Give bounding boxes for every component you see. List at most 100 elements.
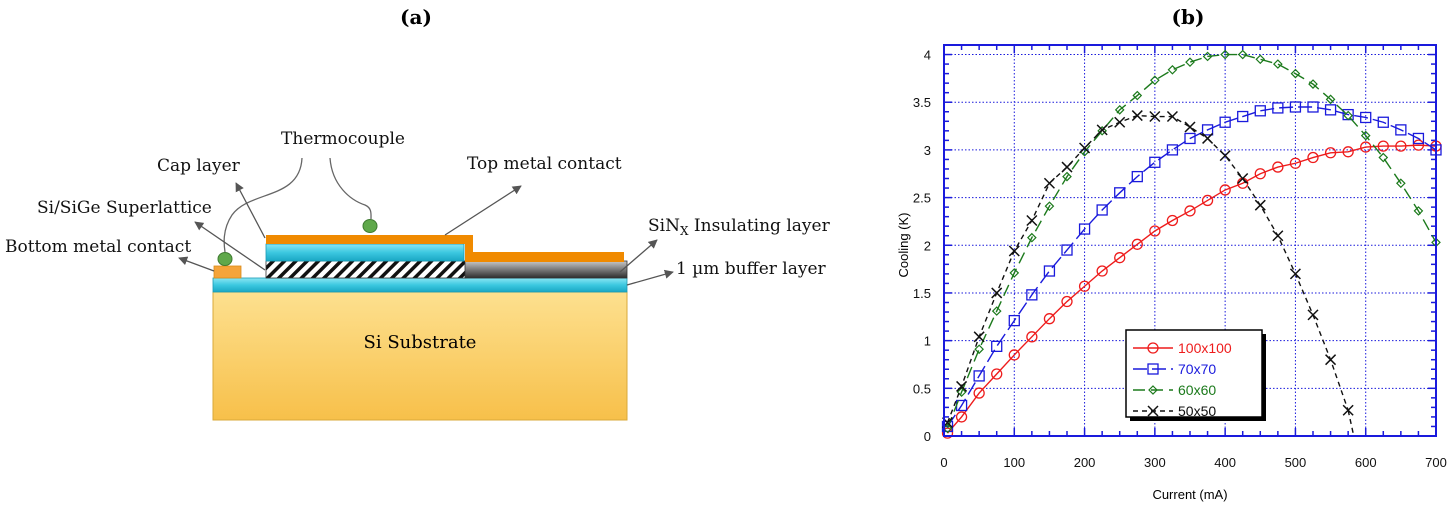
data-point xyxy=(1412,132,1425,145)
series-60x60 xyxy=(942,49,1441,434)
legend-label: 70x70 xyxy=(1178,361,1216,377)
series-layer xyxy=(941,49,1442,439)
data-point xyxy=(1377,116,1389,128)
y-tick-label: 0 xyxy=(924,429,931,444)
y-tick-label: 1.5 xyxy=(913,286,931,301)
x-axis-label: Current (mA) xyxy=(1152,487,1227,502)
data-point xyxy=(1185,57,1195,68)
cap-layer-label: Cap layer xyxy=(157,156,241,176)
data-point xyxy=(991,340,1003,353)
data-point xyxy=(1237,172,1249,185)
thermocouple-label: Thermocouple xyxy=(281,129,405,149)
data-point xyxy=(1273,59,1283,69)
data-point xyxy=(1237,110,1249,123)
series-100x100 xyxy=(941,139,1442,439)
data-point xyxy=(1219,116,1231,128)
legend-marker xyxy=(1148,385,1158,395)
data-point xyxy=(1149,156,1161,168)
data-point xyxy=(1254,168,1266,180)
data-point xyxy=(1026,214,1038,227)
data-point xyxy=(1342,404,1354,416)
x-tick-label: 400 xyxy=(1214,455,1236,470)
y-tick-label: 3 xyxy=(924,143,931,158)
top-contact-label: Top metal contact xyxy=(467,154,622,174)
data-point xyxy=(1008,349,1020,361)
bottom-contact-arrow xyxy=(178,256,215,272)
data-point xyxy=(1378,152,1389,163)
legend-label: 100x100 xyxy=(1178,340,1232,356)
top-contact-arrow xyxy=(444,185,522,236)
sinx-insulating-layer xyxy=(464,260,628,279)
y-tick-label: 0.5 xyxy=(913,381,931,396)
legend-label: 50x50 xyxy=(1178,403,1216,419)
data-point xyxy=(956,387,967,397)
data-point xyxy=(991,306,1002,316)
y-tick-label: 1 xyxy=(924,334,931,349)
superlattice-arrow xyxy=(194,221,266,271)
data-point xyxy=(1325,354,1337,366)
data-point xyxy=(1395,124,1407,136)
data-point xyxy=(1078,280,1091,292)
thermocouple-wire-right xyxy=(329,157,372,220)
data-point xyxy=(1114,105,1125,115)
data-point xyxy=(1061,295,1073,308)
data-point xyxy=(1255,54,1266,65)
series-line xyxy=(946,53,1437,429)
series-line xyxy=(946,144,1437,434)
thermocouple-bead-left xyxy=(217,252,233,266)
data-point xyxy=(1343,110,1353,121)
sinx-label: SiNX Insulating layer xyxy=(648,216,831,238)
data-point xyxy=(1219,150,1231,162)
data-point xyxy=(991,368,1003,380)
data-point xyxy=(1219,184,1231,196)
data-point xyxy=(1289,157,1302,169)
buffer-arrow xyxy=(626,269,674,286)
data-point xyxy=(1096,265,1108,277)
series-line xyxy=(946,114,1349,423)
data-point xyxy=(1202,51,1213,62)
data-point xyxy=(1342,146,1354,158)
x-tick-label: 200 xyxy=(1074,455,1096,470)
data-point xyxy=(1202,132,1214,144)
x-tick-label: 0 xyxy=(940,455,947,470)
data-point xyxy=(973,331,985,343)
data-point xyxy=(956,380,968,392)
data-point xyxy=(1043,265,1056,277)
superlattice-label: Si/SiGe Superlattice xyxy=(37,198,212,218)
bottom-metal-contact xyxy=(213,265,242,279)
data-point xyxy=(1360,141,1372,153)
data-point xyxy=(1272,230,1284,242)
data-point xyxy=(1184,132,1196,145)
data-point xyxy=(1325,94,1336,105)
data-point xyxy=(1026,289,1038,301)
x-tick-label: 600 xyxy=(1355,455,1377,470)
panel-a-diagram: (a) Si Substrate Thermocouple Cap layer … xyxy=(5,5,831,421)
legend-marker xyxy=(1147,405,1159,417)
data-point xyxy=(1061,244,1073,256)
data-point xyxy=(1272,161,1284,173)
data-point xyxy=(1131,170,1143,183)
x-tick-label: 500 xyxy=(1285,455,1307,470)
data-point xyxy=(1166,214,1179,227)
y-tick-label: 2 xyxy=(924,238,931,253)
data-point xyxy=(1166,144,1179,156)
data-point xyxy=(1272,102,1284,114)
data-point xyxy=(1201,124,1214,136)
legend-label: 60x60 xyxy=(1178,382,1216,398)
data-point xyxy=(1201,194,1214,207)
x-tick-label: 100 xyxy=(1003,455,1025,470)
data-point xyxy=(1009,268,1020,278)
x-tick-label: 700 xyxy=(1425,455,1447,470)
data-point xyxy=(1184,121,1196,133)
data-point xyxy=(1114,187,1126,199)
thermocouple-wire-left xyxy=(223,157,303,253)
data-point xyxy=(1166,110,1178,123)
data-point xyxy=(1061,161,1073,173)
data-point xyxy=(1324,147,1337,159)
y-tick-label: 3.5 xyxy=(913,95,931,110)
data-point xyxy=(955,411,968,423)
data-point xyxy=(973,370,985,382)
y-axis-label: Cooling (K) xyxy=(896,212,911,277)
